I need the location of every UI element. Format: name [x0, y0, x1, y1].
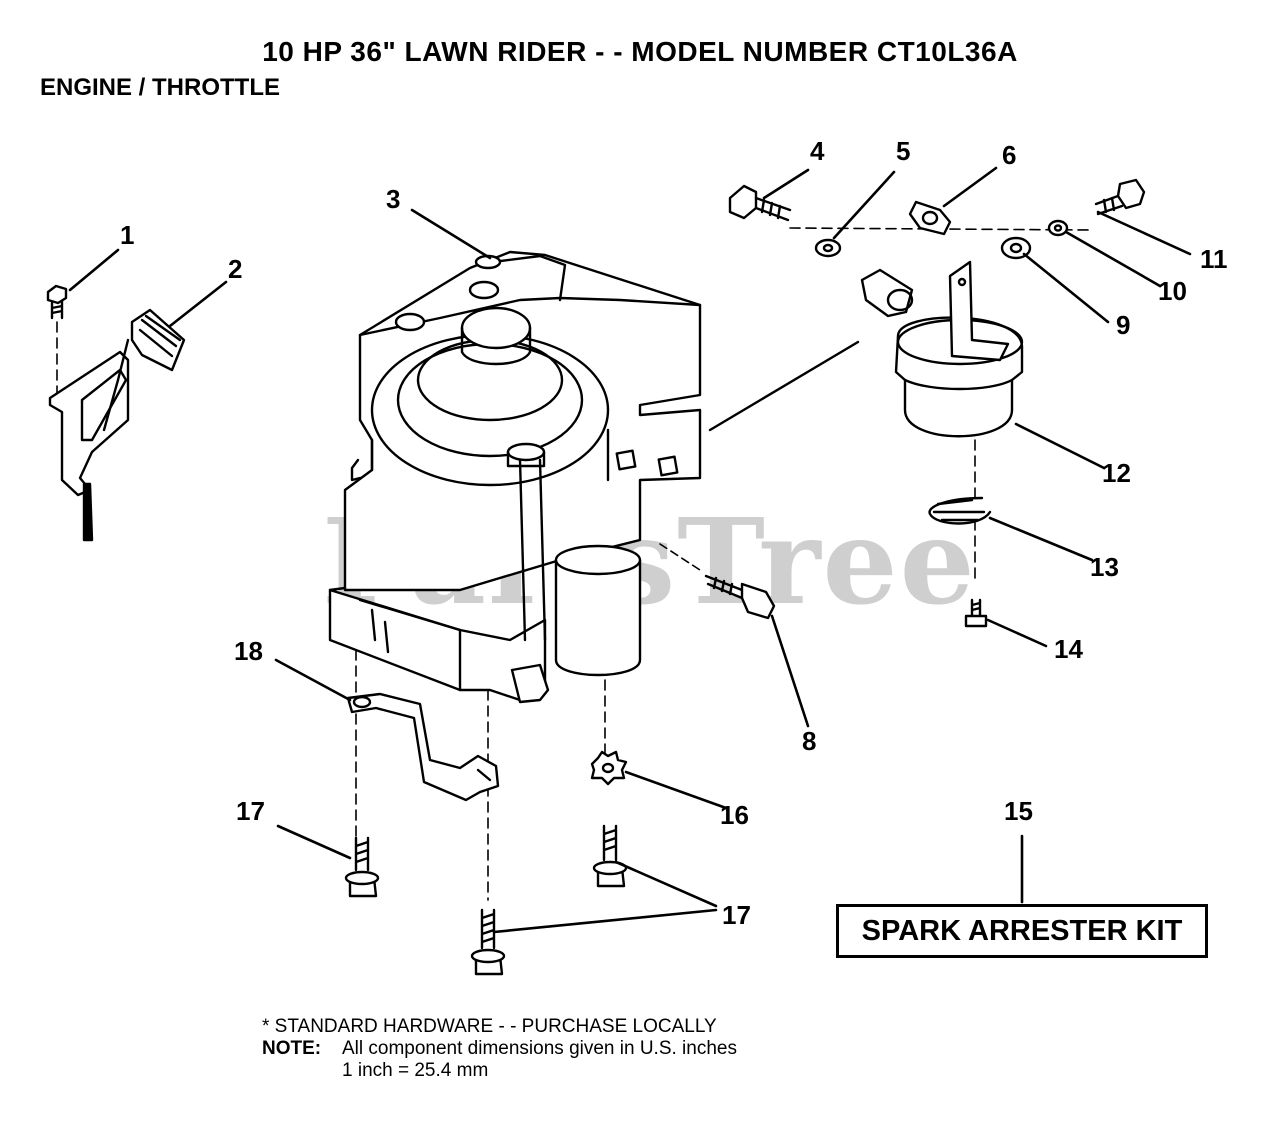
muffler-screw-part [1094, 178, 1146, 216]
muffler-part [860, 260, 1024, 438]
callout-4: 4 [810, 136, 825, 166]
engine-bolt-part [659, 543, 776, 620]
note-label: NOTE: [262, 1038, 322, 1059]
spark-arrester-kit-label: SPARK ARRESTER KIT [861, 914, 1183, 947]
callout-10: 10 [1158, 276, 1187, 306]
callout-labels: 1 2 3 4 5 6 11 10 9 12 13 14 8 15 16 17 … [120, 136, 1228, 930]
spark-arrester-screen-part [928, 496, 992, 525]
section-subtitle: ENGINE / THROTTLE [40, 74, 280, 101]
callout-16: 16 [720, 800, 749, 830]
spark-arrester-kit-box: SPARK ARRESTER KIT [836, 904, 1208, 958]
mounting-bolt-part [344, 824, 628, 976]
callout-12: 12 [1102, 458, 1131, 488]
conversion-note: 1 inch = 25.4 mm [262, 1060, 737, 1082]
callout-18: 18 [234, 636, 263, 666]
callout-9: 9 [1116, 310, 1130, 340]
callout-6: 6 [1002, 140, 1016, 170]
callout-leaders [68, 166, 1192, 934]
washer-part [814, 238, 842, 258]
callout-17-left: 17 [236, 796, 265, 826]
callout-11: 11 [1200, 244, 1228, 274]
conversion-text: 1 inch = 25.4 mm [342, 1060, 489, 1081]
screen-screw-part [964, 598, 988, 628]
page-title: 10 HP 36" LAWN RIDER - - MODEL NUMBER CT… [262, 36, 1018, 67]
callout-14: 14 [1054, 634, 1083, 664]
callout-3: 3 [386, 184, 400, 214]
throttle-bolt-part [46, 284, 68, 396]
engine-part [328, 250, 702, 704]
throttle-control-part [48, 308, 186, 542]
callout-1: 1 [120, 220, 134, 250]
standard-hardware-note: * STANDARD HARDWARE - - PURCHASE LOCALLY [262, 1016, 717, 1037]
callout-15: 15 [1004, 796, 1033, 826]
footnote: * STANDARD HARDWARE - - PURCHASE LOCALLY… [262, 1016, 737, 1082]
callout-17-right: 17 [722, 900, 751, 930]
bracket-part [346, 692, 500, 802]
star-washer-part [590, 750, 628, 786]
callout-2: 2 [228, 254, 242, 284]
note-text: All component dimensions given in U.S. i… [342, 1038, 737, 1059]
callout-8: 8 [802, 726, 816, 756]
flat-washer-part [1000, 236, 1032, 260]
lock-washer-part [1047, 219, 1069, 237]
callout-13: 13 [1090, 552, 1119, 582]
dimensions-note: NOTE: All component dimensions given in U… [262, 1038, 737, 1060]
callout-5: 5 [896, 136, 910, 166]
gasket-part [908, 200, 952, 236]
muffler-bolt-part [728, 184, 792, 222]
